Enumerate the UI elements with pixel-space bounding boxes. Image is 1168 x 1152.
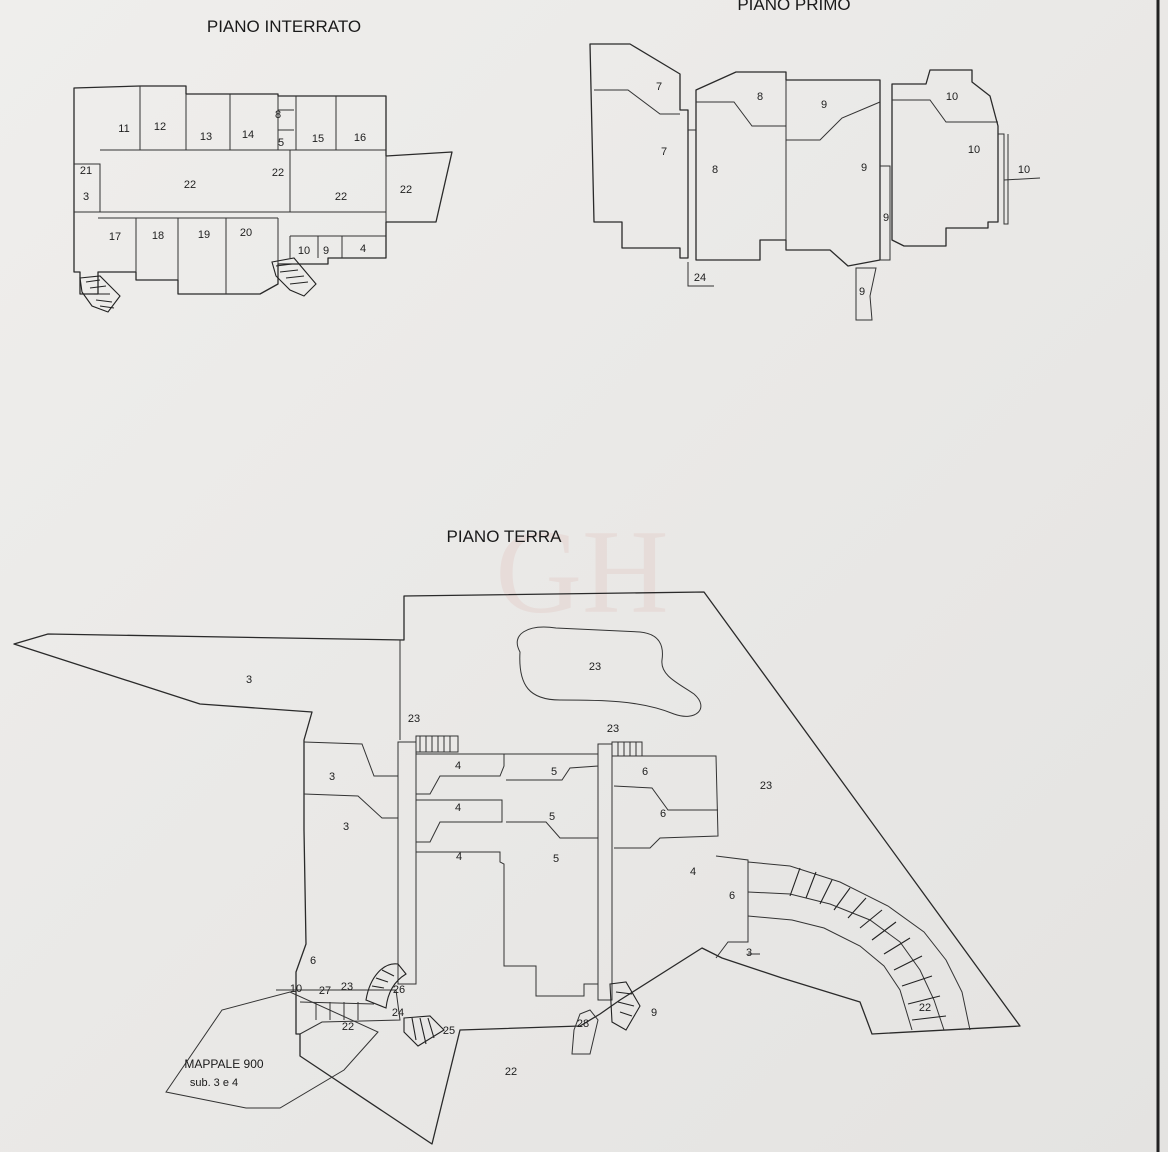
plot-sub: sub. 3 e 4	[190, 1077, 238, 1089]
ground-floor-room-label: 6	[310, 955, 316, 967]
basement-room-label: 22	[272, 167, 284, 179]
basement-room-label: 21	[80, 165, 92, 177]
ground-floor-room-label: 4	[455, 802, 461, 814]
first-floor-room-label: 10	[968, 144, 980, 156]
ground-floor-room-label: 3	[329, 771, 335, 783]
basement-room-label: 15	[312, 133, 324, 145]
ground-floor-room-label: 22	[919, 1002, 931, 1014]
ground-floor-room-label: 26	[393, 984, 405, 996]
ground-floor-room-label: 23	[760, 780, 772, 792]
ground-floor-room-label: 4	[690, 866, 696, 878]
ground-floor-room-label: 25	[443, 1025, 455, 1037]
ground-floor-room-label: 4	[455, 760, 461, 772]
basement-room-label: 4	[360, 243, 366, 255]
ground-floor-room-label: 6	[660, 808, 666, 820]
ground-floor-room-label: 23	[341, 981, 353, 993]
ground-floor-room-label: 6	[729, 890, 735, 902]
first-floor-room-label: 9	[861, 162, 867, 174]
ground-floor-room-label: 23	[589, 661, 601, 673]
first-floor-room-label: 24	[694, 272, 706, 284]
basement-room-label: 10	[298, 245, 310, 257]
basement-room-label: 16	[354, 132, 366, 144]
basement-plan: PIANO INTERRATO 11 12 13 14 8 5 15 16 21 3 22 22 22 2…	[73, 17, 453, 313]
basement-room-label: 18	[152, 230, 164, 242]
ground-floor-room-label: 5	[551, 766, 557, 778]
basement-room-label: 17	[109, 231, 121, 243]
ground-floor-room-label: 22	[505, 1066, 517, 1078]
first-floor-room-label: 10	[1018, 164, 1030, 176]
ground-floor-room-label: 23	[408, 713, 420, 725]
ground-floor-room-label: 9	[651, 1007, 657, 1019]
ground-floor-room-label: 3	[746, 947, 752, 959]
first-floor-room-label: 8	[712, 164, 718, 176]
basement-room-label: 22	[335, 191, 347, 203]
plot-name: MAPPALE 900	[184, 1057, 263, 1071]
basement-room-label: 13	[200, 131, 212, 143]
basement-title: PIANO INTERRATO	[207, 17, 361, 36]
basement-room-label: 19	[198, 229, 210, 241]
ground-floor-room-label: 3	[246, 674, 252, 686]
ground-floor-room-label: 4	[456, 851, 462, 863]
ground-floor-room-label: 3	[343, 821, 349, 833]
ground-floor-room-label: 5	[549, 811, 555, 823]
basement-room-label: 12	[154, 121, 166, 133]
first-floor-room-label: 10	[946, 91, 958, 103]
ground-floor-room-label: 24	[392, 1007, 404, 1019]
first-floor-plan: PIANO PRIMO 7 8 9 10 7 8 9 10 10 9 24 9	[589, 0, 1041, 321]
basement-room-label: 22	[184, 179, 196, 191]
watermark-logo: GH	[495, 505, 668, 638]
basement-room-label: 9	[323, 245, 329, 257]
first-floor-room-label: 9	[883, 212, 889, 224]
ground-floor-room-label: 27	[319, 985, 331, 997]
ground-floor-room-label: 6	[642, 766, 648, 778]
basement-room-label: 20	[240, 227, 252, 239]
first-floor-title: PIANO PRIMO	[737, 0, 850, 14]
first-floor-room-label: 9	[821, 99, 827, 111]
ground-floor-title: PIANO TERRA	[447, 527, 563, 546]
first-floor-room-label: 9	[859, 286, 865, 298]
basement-room-label: 8	[275, 109, 281, 121]
ground-floor-plan: PIANO TERRA MAPPALE 900 sub. 3 e 4 3 23 23…	[13, 527, 1021, 1145]
first-floor-room-label: 7	[661, 146, 667, 158]
basement-room-label: 3	[83, 191, 89, 203]
ground-floor-room-label: 10	[290, 983, 302, 995]
basement-room-label: 14	[242, 129, 254, 141]
ground-floor-room-label: 5	[553, 853, 559, 865]
ground-floor-room-label: 22	[342, 1021, 354, 1033]
basement-room-label: 5	[278, 137, 284, 149]
ground-floor-room-label: 28	[577, 1018, 589, 1030]
basement-room-label: 11	[118, 123, 129, 135]
ground-floor-room-label: 23	[607, 723, 619, 735]
first-floor-room-label: 8	[757, 91, 763, 103]
basement-room-label: 22	[400, 184, 412, 196]
first-floor-room-label: 7	[656, 81, 662, 93]
